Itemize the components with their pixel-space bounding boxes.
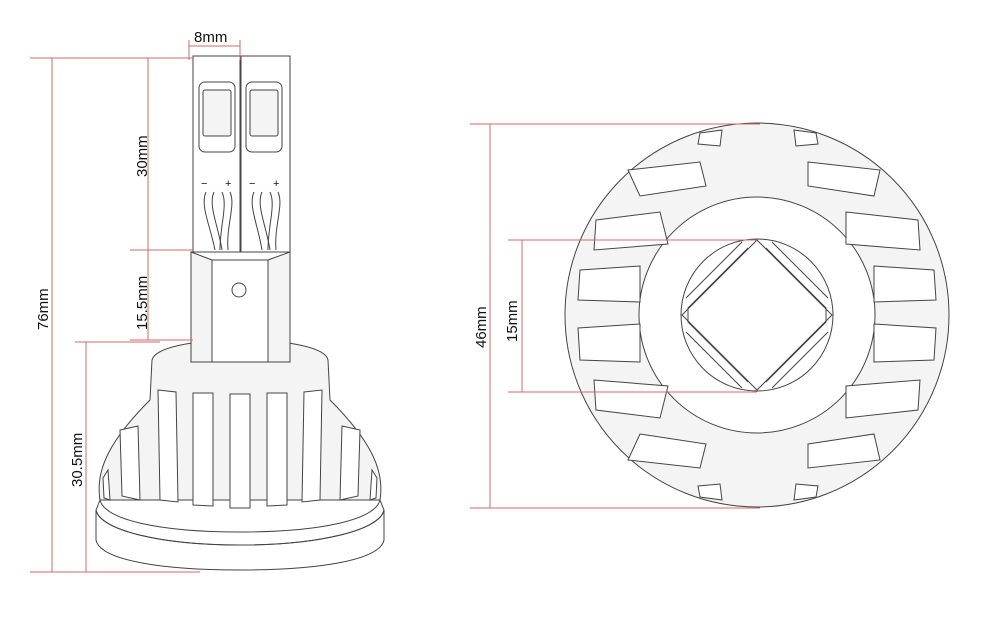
total-height-label: 76mm	[35, 288, 52, 330]
led-chip-boards: − + − +	[192, 55, 291, 253]
base-height-label: 30.5mm	[69, 433, 86, 487]
stem-screw-hole	[231, 282, 247, 298]
base-fin-slot	[192, 392, 214, 507]
top-dimension-lines	[470, 123, 760, 509]
base-fin-slot	[229, 393, 251, 509]
opening-width-label: 15mm	[504, 300, 521, 342]
polarity-plus-label: +	[225, 178, 231, 190]
side-dimension-lines	[30, 40, 241, 573]
led-chip	[249, 89, 279, 137]
heat-sink-base	[95, 339, 385, 571]
chip-height-label: 30mm	[134, 135, 151, 177]
base-fin-slot	[157, 389, 179, 503]
base-fin-slot	[339, 425, 361, 501]
base-fin-slot	[301, 389, 323, 503]
base-fin-slot	[266, 392, 288, 507]
top-view: 46mm 15mm	[470, 122, 950, 509]
polarity-minus-label: −	[201, 178, 207, 190]
polarity-plus-label: +	[273, 178, 279, 190]
stem	[190, 251, 291, 363]
polarity-minus-label: −	[249, 178, 255, 190]
led-chip	[202, 89, 232, 137]
base-fin-slot	[119, 425, 141, 501]
base-fin-slot	[102, 468, 111, 501]
stem-height-label: 15.5mm	[134, 276, 151, 330]
top-fin-slots	[577, 129, 937, 501]
side-view: − + − + 8mm 30mm 15.5mm 76mm 30.5mm	[30, 29, 385, 573]
base-fin-slot	[369, 468, 378, 501]
chip-width-label: 8mm	[194, 29, 227, 46]
base-diameter-label: 46mm	[473, 306, 490, 348]
